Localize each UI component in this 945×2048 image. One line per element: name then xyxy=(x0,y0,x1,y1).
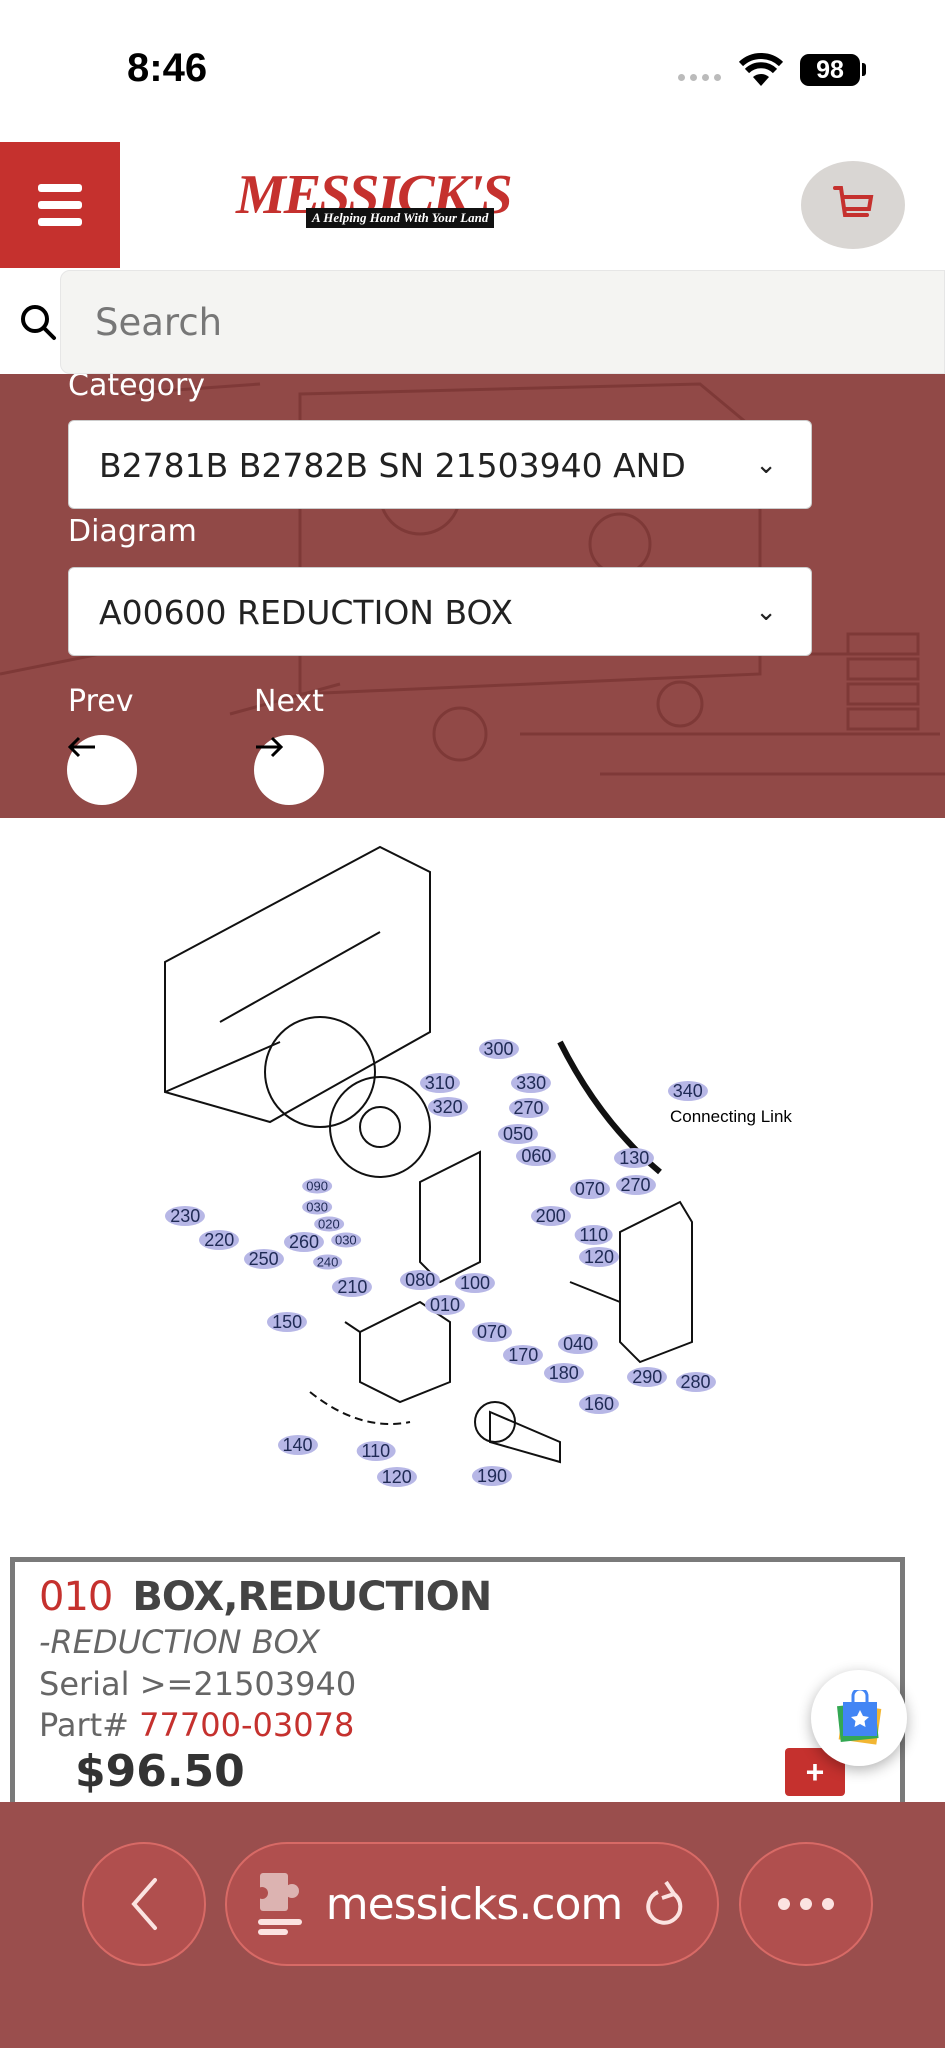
page-extension-icon[interactable] xyxy=(257,1873,304,1935)
hamburger-icon xyxy=(38,184,82,192)
callout-label[interactable]: 140 xyxy=(277,1434,318,1455)
callout-label[interactable]: 200 xyxy=(530,1206,571,1227)
callout-label[interactable]: 010 xyxy=(424,1295,466,1315)
callout-label[interactable]: 260 xyxy=(284,1232,325,1253)
callout-label[interactable]: 210 xyxy=(332,1276,373,1297)
connecting-link-note: Connecting Link xyxy=(670,1107,792,1126)
exploded-view-drawing xyxy=(164,845,693,1464)
status-time: 8:46 xyxy=(127,46,208,90)
prev-button[interactable] xyxy=(67,735,137,805)
callout-label[interactable]: 310 xyxy=(419,1073,460,1094)
chevron-down-icon: ⌄ xyxy=(755,597,777,627)
part-price: $96.50 xyxy=(75,1746,245,1797)
callout-label[interactable]: 270 xyxy=(508,1097,549,1118)
browser-back-button[interactable] xyxy=(82,1842,206,1966)
callout-label[interactable]: 100 xyxy=(454,1272,496,1293)
shopping-assistant-button[interactable] xyxy=(811,1670,907,1766)
category-select-value: B2781B B2782B SN 21503940 AND xyxy=(99,446,686,485)
callout-label[interactable]: 190 xyxy=(471,1465,513,1486)
part-number-row: Part# 77700-03078 xyxy=(39,1707,354,1743)
diagram-select-value: A00600 REDUCTION BOX xyxy=(99,593,513,632)
callout-label[interactable]: 150 xyxy=(267,1311,308,1332)
reload-icon[interactable] xyxy=(644,1880,686,1928)
callout-label[interactable]: 180 xyxy=(543,1362,584,1383)
part-ref-number: 010 xyxy=(39,1574,113,1620)
callout-label[interactable]: 230 xyxy=(165,1206,206,1227)
callout-label[interactable]: 110 xyxy=(356,1441,396,1462)
status-bar xyxy=(0,0,945,142)
callout-label[interactable]: 320 xyxy=(427,1096,468,1117)
prev-label: Prev xyxy=(68,684,134,719)
diagram-select[interactable]: A00600 REDUCTION BOX ⌄ xyxy=(68,567,812,656)
callout-label[interactable]: 330 xyxy=(511,1073,552,1094)
callout-label[interactable]: 240 xyxy=(312,1254,343,1270)
url-text: messicks.com xyxy=(325,1878,624,1930)
category-label: Category xyxy=(68,374,206,403)
callout-label[interactable]: 290 xyxy=(627,1366,668,1387)
callout-label[interactable]: 270 xyxy=(615,1174,656,1195)
next-button[interactable] xyxy=(254,735,324,805)
wifi-icon xyxy=(738,53,784,86)
callout-label[interactable]: 030 xyxy=(302,1199,332,1215)
callout-label[interactable]: 090 xyxy=(302,1178,332,1194)
callout-label[interactable]: 120 xyxy=(578,1246,620,1267)
arrow-right-icon xyxy=(256,736,284,758)
next-label: Next xyxy=(254,684,324,719)
part-number-label: Part# xyxy=(39,1706,129,1744)
address-bar[interactable]: messicks.com xyxy=(225,1842,719,1966)
part-title[interactable]: 010 BOX,REDUCTION xyxy=(39,1574,492,1620)
cart-button[interactable] xyxy=(801,161,905,249)
shopping-bag-icon xyxy=(837,1690,882,1745)
callout-label[interactable]: 080 xyxy=(400,1270,441,1291)
part-serial: Serial >=21503940 xyxy=(39,1665,357,1703)
chevron-left-icon xyxy=(131,1878,157,1930)
callout-label[interactable]: 170 xyxy=(503,1344,544,1365)
cart-icon xyxy=(833,186,874,217)
callout-label[interactable]: 340 xyxy=(667,1080,708,1101)
part-description: -REDUCTION BOX xyxy=(39,1623,320,1661)
callout-label[interactable]: 040 xyxy=(558,1334,599,1355)
callout-label[interactable]: 160 xyxy=(578,1394,620,1415)
callout-label[interactable]: 020 xyxy=(314,1216,344,1232)
category-select[interactable]: B2781B B2782B SN 21503940 AND ⌄ xyxy=(68,420,812,509)
callout-label[interactable]: 130 xyxy=(614,1147,655,1168)
callout-label[interactable]: 120 xyxy=(376,1467,417,1488)
arrow-left-icon xyxy=(67,736,95,758)
battery-indicator: 98 xyxy=(800,54,860,86)
callout-label[interactable]: 050 xyxy=(498,1124,539,1145)
battery-nub xyxy=(862,63,866,76)
callout-label[interactable]: 110 xyxy=(574,1224,614,1245)
search-icon[interactable] xyxy=(18,302,58,342)
callout-label[interactable]: 220 xyxy=(199,1229,240,1250)
callout-label[interactable]: 250 xyxy=(243,1249,284,1270)
callout-label[interactable]: 070 xyxy=(569,1178,610,1199)
browser-more-button[interactable] xyxy=(739,1842,873,1966)
logo-tagline: A Helping Hand With Your Land xyxy=(306,208,495,228)
callout-label[interactable]: 060 xyxy=(516,1146,557,1167)
callout-label[interactable]: 280 xyxy=(675,1371,716,1392)
callout-label[interactable]: 030 xyxy=(330,1232,361,1248)
part-number-link[interactable]: 77700-03078 xyxy=(139,1706,355,1744)
messicks-logo[interactable]: MESSICK'S A Helping Hand With Your Land xyxy=(236,166,536,236)
callout-label[interactable]: 070 xyxy=(471,1322,513,1343)
search-input[interactable]: Search xyxy=(60,270,945,374)
diagram-label: Diagram xyxy=(68,514,197,549)
cart-plus-icon: + xyxy=(805,1754,825,1790)
part-name: BOX,REDUCTION xyxy=(132,1574,492,1620)
filter-banner: Category B2781B B2782B SN 21503940 AND⌄ … xyxy=(0,374,945,818)
cellular-signal-icon xyxy=(678,74,721,81)
ellipsis-icon xyxy=(778,1898,834,1910)
menu-button[interactable] xyxy=(0,142,120,268)
callout-label[interactable]: 300 xyxy=(478,1039,519,1060)
chevron-down-icon: ⌄ xyxy=(755,450,777,480)
